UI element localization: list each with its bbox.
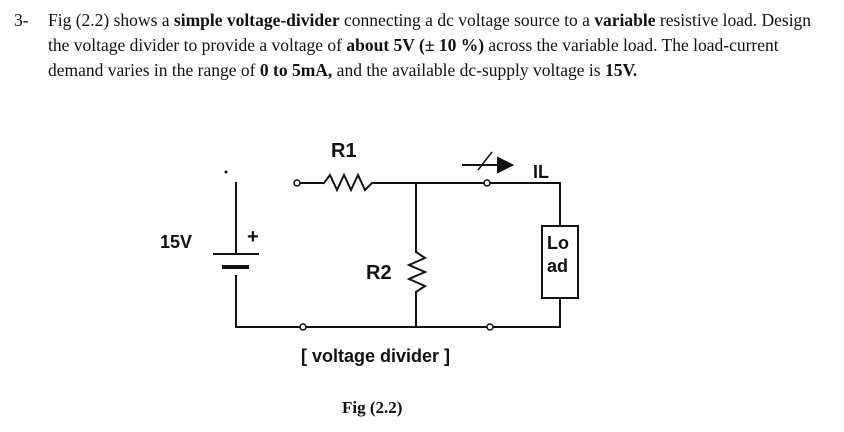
wire-bottom-right xyxy=(493,297,561,328)
problem-text-bold: 0 to 5mA, xyxy=(259,60,333,80)
current-arrow-icon xyxy=(462,156,515,174)
problem-text-segment: Fig (2.2) shows a xyxy=(48,10,174,30)
problem-number: 3- xyxy=(14,10,29,30)
source-dot xyxy=(224,170,228,174)
load-label-line2: ad xyxy=(547,256,568,276)
problem-text-segment: and the available dc-supply voltage is xyxy=(332,60,605,80)
terminal-bottom-left xyxy=(299,323,307,331)
source-label: 15V xyxy=(160,232,192,252)
wire-load-top xyxy=(489,182,561,227)
r2-label: R2 xyxy=(366,262,392,284)
problem-text-bold: about 5V (± 10 %) xyxy=(346,35,485,55)
load-label-line1: Lo xyxy=(547,233,569,253)
problem-text-segment: resistive load. Design the voltage divid… xyxy=(48,10,812,55)
problem-statement: 3- Fig (2.2) shows a simple voltage-divi… xyxy=(14,8,834,83)
problem-text: Fig (2.2) shows a simple voltage-divider… xyxy=(48,8,834,83)
problem-text-bold: simple voltage-divider xyxy=(173,10,340,30)
load-box xyxy=(541,225,579,299)
terminal-top-right xyxy=(483,179,491,187)
current-label: IL xyxy=(533,162,549,182)
r1-label: R1 xyxy=(331,140,357,162)
terminal-bottom-right xyxy=(486,323,494,331)
problem-text-segment: across the variable load. The load-curre… xyxy=(48,35,779,80)
problem-text-bold: 15V. xyxy=(604,60,638,80)
figure-caption: Fig (2.2) xyxy=(342,398,402,417)
resistor-r1 xyxy=(322,172,374,193)
divider-caption: [ voltage divider ] xyxy=(301,346,450,366)
plus-sign: + xyxy=(247,226,259,248)
terminal-top-left xyxy=(293,179,301,187)
problem-text-bold: variable xyxy=(594,10,656,30)
resistor-r2 xyxy=(406,250,428,294)
problem-text-segment: connecting a dc voltage source to a xyxy=(339,10,595,30)
current-tail-mark xyxy=(477,151,493,171)
